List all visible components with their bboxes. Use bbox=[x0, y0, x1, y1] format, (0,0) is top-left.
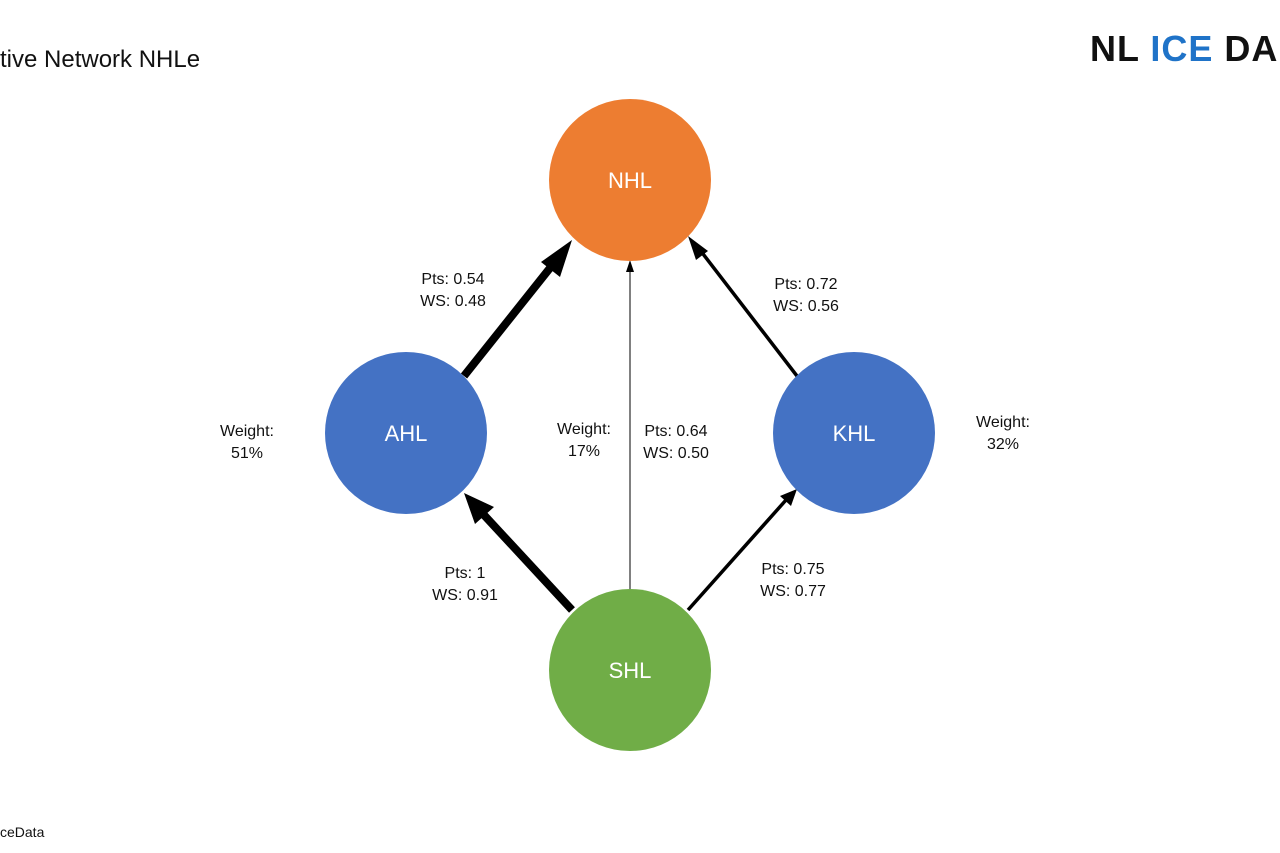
footer-credit: ceData bbox=[0, 824, 45, 840]
node-nhl-circle bbox=[549, 99, 711, 261]
node-shl-label: SHL bbox=[609, 658, 652, 683]
edge-ahl-to-nhl bbox=[460, 265, 554, 379]
page-title: tive Network NHLe bbox=[0, 46, 201, 73]
edge-shl-ahl-ws: WS: 0.91 bbox=[432, 587, 498, 604]
weight-direct-value: 17% bbox=[568, 443, 600, 460]
node-ahl-label: AHL bbox=[385, 421, 428, 446]
node-ahl: AHL bbox=[325, 352, 487, 514]
node-ahl-circle bbox=[325, 352, 487, 514]
edge-khl-to-nhl bbox=[698, 248, 799, 378]
weight-ahl-value: 51% bbox=[231, 445, 263, 462]
node-nhl-label: NHL bbox=[608, 168, 652, 193]
arrowhead-khl-to-nhl bbox=[688, 236, 708, 260]
logo-part-2: ICE bbox=[1150, 28, 1214, 69]
node-khl-label: KHL bbox=[833, 421, 876, 446]
logo-part-1: NL bbox=[1090, 28, 1151, 69]
arrowhead-shl-to-khl bbox=[780, 489, 797, 506]
edge-shl-khl-pts: Pts: 0.75 bbox=[761, 561, 824, 578]
edge-ahl-nhl-ws: WS: 0.48 bbox=[420, 293, 486, 310]
edge-shl-nhl-ws: WS: 0.50 bbox=[643, 445, 709, 462]
edge-ahl-nhl-pts: Pts: 0.54 bbox=[421, 271, 484, 288]
node-nhl: NHL bbox=[549, 99, 711, 261]
edge-shl-ahl-pts: Pts: 1 bbox=[445, 565, 486, 582]
edge-shl-to-ahl bbox=[481, 512, 575, 613]
brand-logo: NL ICE DA bbox=[1090, 28, 1278, 70]
edge-khl-nhl-pts: Pts: 0.72 bbox=[774, 276, 837, 293]
weight-ahl-label: Weight: bbox=[220, 423, 274, 440]
edge-khl-nhl-ws: WS: 0.56 bbox=[773, 298, 839, 315]
edge-shl-to-khl bbox=[686, 498, 788, 612]
weight-direct-label: Weight: bbox=[557, 421, 611, 438]
node-khl-circle bbox=[773, 352, 935, 514]
node-shl-circle bbox=[549, 589, 711, 751]
logo-part-3: DA bbox=[1213, 28, 1279, 69]
node-khl: KHL bbox=[773, 352, 935, 514]
edge-shl-khl-ws: WS: 0.77 bbox=[760, 583, 826, 600]
arrowhead-ahl-to-nhl bbox=[541, 240, 572, 277]
weight-khl-label: Weight: bbox=[976, 414, 1030, 431]
arrowhead-shl-to-nhl bbox=[626, 260, 634, 272]
arrowhead-shl-to-ahl bbox=[464, 493, 494, 524]
node-shl: SHL bbox=[549, 589, 711, 751]
weight-khl-value: 32% bbox=[987, 436, 1019, 453]
edge-shl-nhl-pts: Pts: 0.64 bbox=[644, 423, 707, 440]
